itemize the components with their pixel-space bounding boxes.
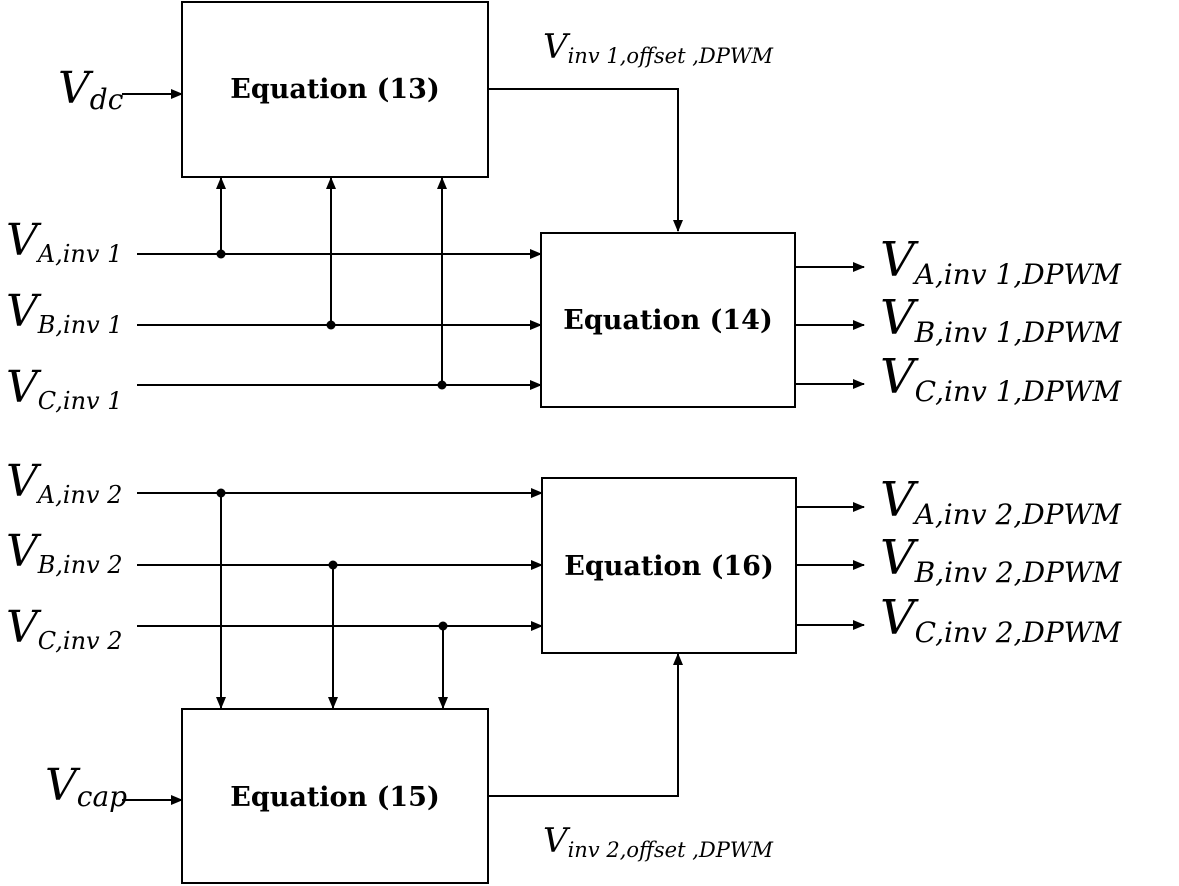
equation-16-label: Equation (16)	[564, 551, 773, 582]
va-inv1-label: VA,inv 1	[6, 215, 122, 268]
vb-inv1-dpwm-label: VB,inv 1,DPWM	[880, 290, 1123, 349]
junction-dot	[216, 249, 226, 259]
vdc-label: Vdc	[58, 63, 124, 116]
va-inv2-dpwm-label: VA,inv 2,DPWM	[880, 472, 1122, 531]
equation-15-label: Equation (15)	[230, 782, 439, 813]
equation-15-block	[181, 708, 489, 884]
offset-1-wire	[488, 88, 683, 232]
vb-inv2-label: VB,inv 2	[6, 526, 123, 579]
equation-16-block	[541, 477, 797, 654]
junction-dot	[326, 320, 336, 330]
vc-inv2-dpwm-label: VC,inv 2,DPWM	[880, 590, 1122, 649]
vcap-label: Vcap	[45, 760, 127, 813]
va-inv1-dpwm-label: VA,inv 1,DPWM	[880, 232, 1122, 291]
va-inv2-label: VA,inv 2	[6, 456, 122, 509]
equation-14-block	[540, 232, 796, 408]
vb-inv2-dpwm-label: VB,inv 2,DPWM	[880, 530, 1123, 589]
offset-2-label: Vinv 2,offset ,DPWM	[543, 821, 773, 862]
junction-dot	[438, 621, 448, 631]
equation-13-block	[181, 1, 489, 178]
vc-inv1-label: VC,inv 1	[6, 362, 123, 415]
offset-2-wire	[488, 653, 683, 797]
equation-13-label: Equation (13)	[230, 74, 439, 105]
vc-inv2-label: VC,inv 2	[6, 602, 123, 655]
junction-dot	[437, 380, 447, 390]
junction-dot	[328, 560, 338, 570]
vb-inv1-label: VB,inv 1	[6, 286, 123, 339]
offset-1-label: Vinv 1,offset ,DPWM	[543, 27, 773, 68]
equation-14-label: Equation (14)	[563, 305, 772, 336]
vc-inv1-dpwm-label: VC,inv 1,DPWM	[880, 349, 1122, 408]
junction-dot	[216, 488, 226, 498]
